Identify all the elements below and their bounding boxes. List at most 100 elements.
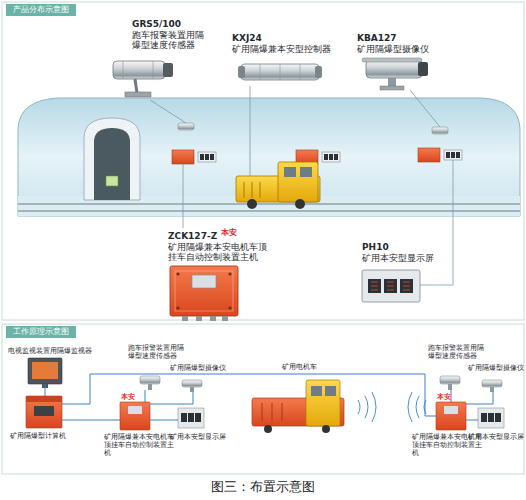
speed-sensor-image [125, 92, 151, 97]
wall-devices [200, 154, 204, 160]
camera-image [362, 58, 422, 62]
wireless-waves [358, 392, 426, 422]
wall-devices [418, 148, 440, 162]
computer-icon [34, 406, 54, 416]
device-node: 跑车报警装置用隔爆型速度传感器 [440, 374, 462, 390]
host-unit-image [175, 271, 233, 311]
tunnel-door [94, 128, 130, 200]
device-node: 矿用隔爆兼本安电机车顶挂车自动控制装置主机 [436, 402, 466, 430]
wall-devices [205, 154, 209, 160]
speed-sensor-image [163, 63, 173, 77]
display-icon [178, 408, 204, 428]
signal-wire [62, 420, 120, 421]
tunnel [18, 203, 520, 204]
figure-caption: 图三：布置示意图 [0, 479, 526, 495]
camera-image [366, 60, 422, 78]
camera-image [418, 62, 428, 76]
product-callout: KXJ24矿用隔爆兼本安型控制器 [240, 58, 320, 86]
host-icon [444, 406, 458, 414]
controller-image [240, 64, 320, 80]
display-image [362, 270, 420, 302]
host-icon [120, 402, 150, 430]
wall-devices [322, 152, 340, 162]
camera-image [388, 78, 396, 87]
signal-wire [466, 420, 478, 421]
host-unit-image [176, 272, 179, 275]
device-label: 矿用电机车 [282, 363, 342, 371]
wall-devices [456, 152, 460, 158]
display-icon [195, 413, 201, 422]
wall-devices [334, 154, 338, 160]
controller-image [238, 66, 245, 78]
computer-icon [26, 396, 62, 402]
locomotive [260, 182, 261, 198]
tunnel [18, 98, 520, 216]
device-node: 跑车报警装置用隔爆型速度传感器 [140, 374, 162, 390]
wall-devices [172, 150, 194, 164]
host-unit-image [170, 266, 238, 316]
host-unit-image [228, 306, 231, 309]
device-label: 跑车报警装置用隔爆型速度传感器 [428, 344, 484, 360]
wall-devices [172, 123, 462, 164]
tunnel [18, 98, 520, 216]
host-unit-image [176, 306, 179, 309]
display-image [362, 270, 420, 302]
camera-image [362, 58, 428, 90]
intrinsic-safe-tag: 本安 [121, 393, 141, 401]
locomotive-icon [282, 403, 283, 421]
device-label: 跑车报警装置用隔爆型速度传感器 [128, 344, 184, 360]
leader-line [150, 86, 453, 285]
host-unit-image [222, 316, 228, 321]
display-icon [188, 413, 194, 422]
product-callout: PH10矿用本安型显示屏 [362, 270, 420, 302]
display-icon [181, 413, 187, 422]
wall-devices [178, 123, 194, 130]
locomotive [300, 167, 312, 177]
model-code: PH10 [362, 242, 442, 252]
host-icon [436, 402, 466, 430]
device-label: 电视监视装置用隔爆监视器 [8, 347, 108, 355]
display-image [371, 282, 410, 290]
wireless-waves [416, 396, 419, 418]
sensor-icon [148, 384, 152, 390]
locomotive-icon [252, 380, 344, 433]
device-node: 矿用隔爆型摄像仪 [482, 378, 504, 392]
display-icon [481, 413, 487, 422]
host-unit-image [210, 316, 216, 321]
monitor-icon [32, 362, 58, 379]
device-node: 矿用电机车 [252, 380, 344, 430]
speed-sensor-image [113, 61, 165, 79]
product-name: 矿用隔爆兼本安型控制器 [232, 44, 347, 54]
leader-line [250, 86, 251, 176]
device-label: 矿用本安型显示屏 [468, 433, 524, 441]
display-icon [478, 408, 504, 428]
section-tab: 工作原理示意图 [6, 326, 76, 338]
device-node: 矿用隔爆型计算机 [26, 396, 62, 428]
signal-wire [45, 384, 46, 396]
tab-title: 产品分布示意图 [6, 4, 76, 16]
sensor-icon [440, 376, 460, 384]
host-unit-image [192, 275, 216, 288]
sensor-icon [140, 376, 160, 384]
controller-image [260, 64, 261, 80]
locomotive [278, 162, 318, 202]
wireless-waves [408, 392, 412, 422]
host-unit-image [182, 316, 188, 321]
section-frame [2, 324, 524, 474]
monitor-icon [28, 358, 62, 388]
locomotive-icon [262, 403, 263, 421]
product-callout: GRS5/100跑车报警装置用隔爆型速度传感器 [105, 55, 180, 100]
product-name: 矿用隔爆型摄像仪 [357, 44, 447, 54]
device-label: 矿用隔爆型计算机 [10, 432, 80, 440]
device-node: 矿用隔爆兼本安电机车顶挂车自动控制装置主机 [120, 402, 150, 430]
intrinsic-safe-tag: 本安 [221, 228, 245, 238]
locomotive-icon [306, 380, 340, 426]
device-node: 电视监视装置用隔爆监视器 [28, 358, 62, 384]
locomotive [284, 167, 296, 177]
display-icon [488, 413, 494, 422]
wireless-waves [424, 400, 426, 414]
leader-line [150, 100, 186, 123]
product-callout: KBA127矿用隔爆型摄像仪 [362, 56, 430, 90]
signal-wire [466, 392, 493, 404]
